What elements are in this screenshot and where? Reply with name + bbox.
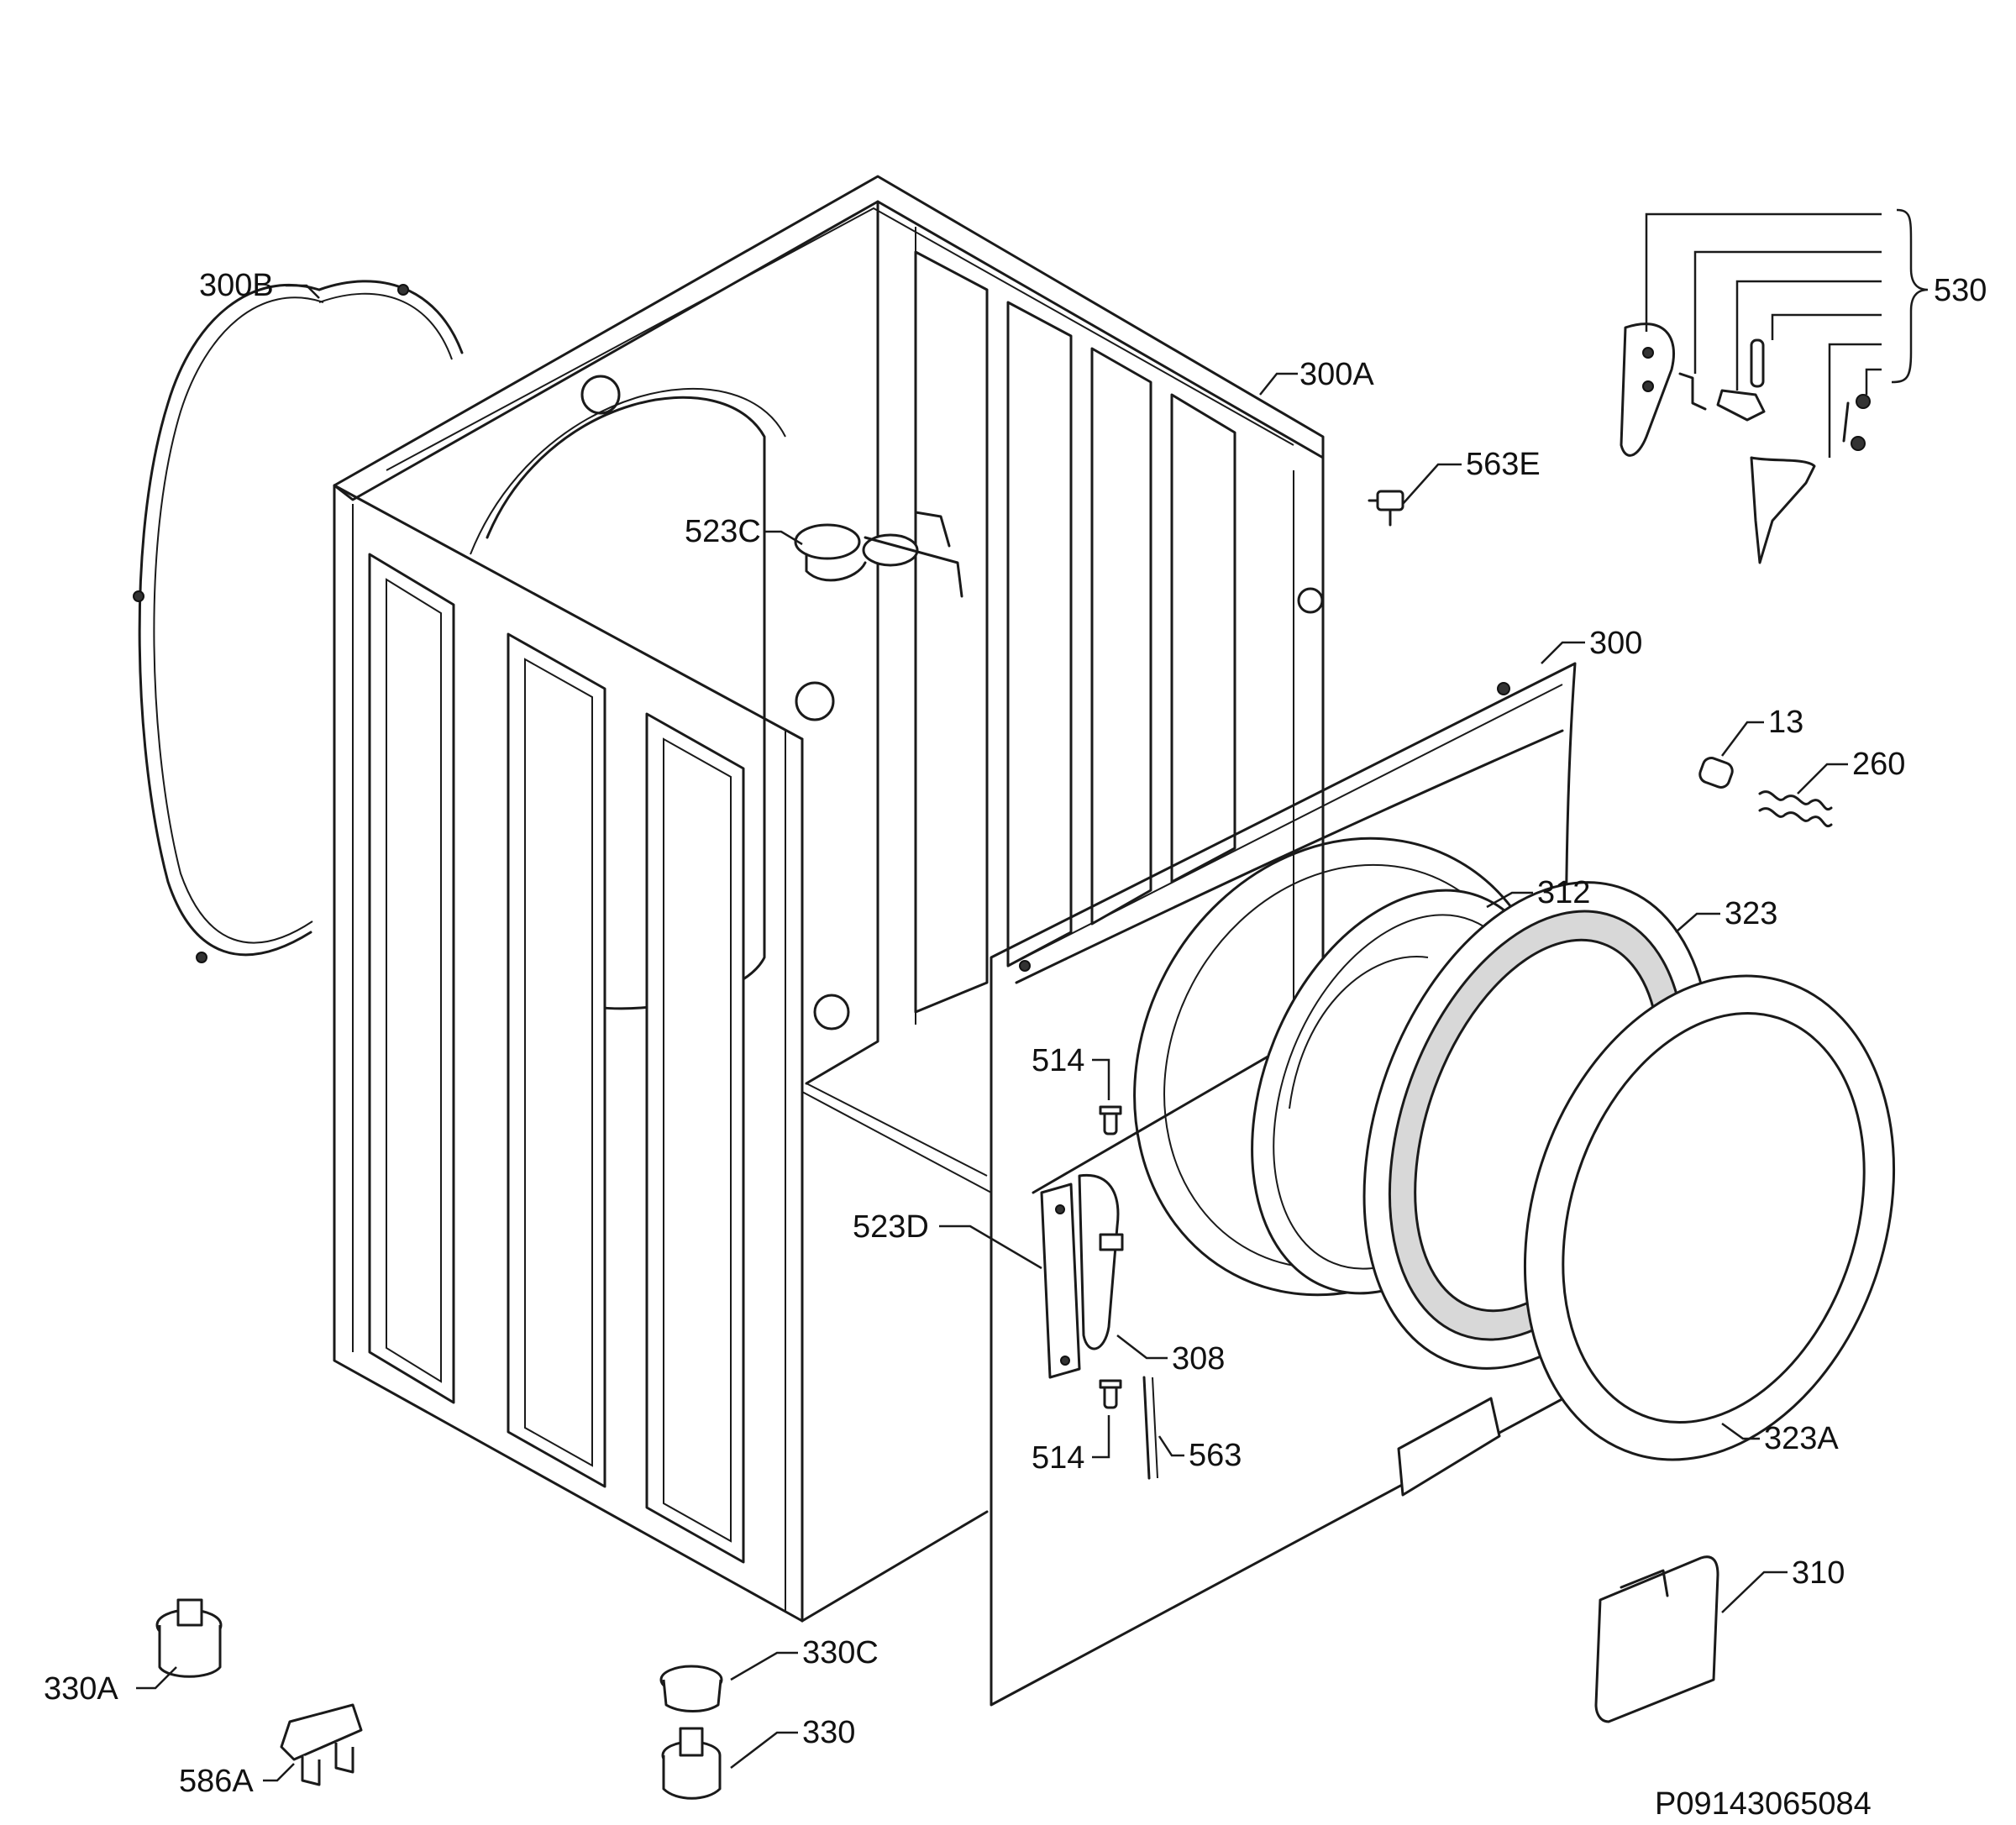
part-523D-hinge-bracket	[1040, 1183, 1081, 1379]
label-260: 260	[1852, 747, 1905, 782]
label-300B: 300B	[199, 268, 274, 303]
label-312: 312	[1537, 875, 1590, 910]
part-300B-seal-ring	[133, 280, 464, 963]
label-310: 310	[1792, 1555, 1845, 1591]
part-563E-sensor	[1368, 490, 1404, 527]
label-523D: 523D	[853, 1209, 929, 1245]
part-330-foot	[661, 1727, 722, 1800]
label-300: 300	[1589, 626, 1642, 661]
part-323A-door-outer-ring	[1523, 974, 1896, 1461]
label-530: 530	[1934, 273, 1987, 308]
label-563: 563	[1189, 1438, 1242, 1473]
label-308: 308	[1172, 1341, 1225, 1377]
label-330: 330	[802, 1715, 855, 1750]
part-586A-bracket	[280, 1703, 363, 1786]
part-563-rod	[1142, 1376, 1158, 1480]
part-310-filter-flap	[1594, 1555, 1719, 1723]
label-514-upper: 514	[1032, 1043, 1084, 1078]
label-300A: 300A	[1299, 357, 1374, 392]
label-323: 323	[1725, 896, 1777, 931]
part-514-screw-upper	[1099, 1105, 1122, 1135]
label-514-lower: 514	[1032, 1440, 1084, 1476]
part-260-spring	[1758, 790, 1833, 828]
part-330C-foot	[659, 1665, 723, 1712]
part-530-hinge-kit	[1620, 323, 1871, 564]
label-323A: 323A	[1764, 1421, 1839, 1456]
label-330A: 330A	[44, 1671, 118, 1707]
label-563E: 563E	[1466, 447, 1541, 482]
part-labels: 300B 300A 563E 523C 530 300 13 260 312 3…	[44, 268, 1987, 1822]
label-523C: 523C	[685, 514, 761, 549]
label-330C: 330C	[802, 1635, 879, 1670]
part-330A-foot	[155, 1598, 223, 1678]
part-523C-clamp	[794, 511, 963, 598]
label-13: 13	[1768, 705, 1803, 740]
label-586A: 586A	[179, 1764, 254, 1799]
part-514-screw-lower	[1099, 1379, 1122, 1409]
part-13-bushing	[1698, 757, 1734, 789]
part-308-hinge	[1078, 1173, 1124, 1350]
part-300-front-panel	[990, 662, 1581, 1707]
drawing-code: P09143065084	[1655, 1786, 1872, 1822]
leader-lines	[136, 208, 1929, 1782]
cabinet-housing	[333, 175, 1325, 1623]
